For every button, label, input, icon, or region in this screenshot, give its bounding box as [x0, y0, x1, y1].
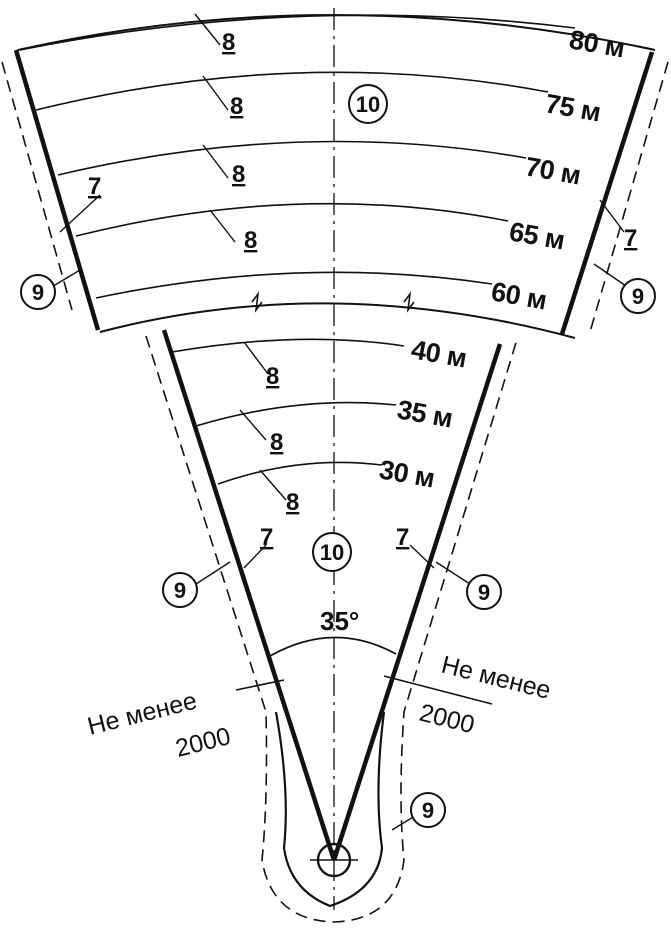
sector-angle-label: 35°	[320, 606, 359, 636]
distance-label-75: 75 м	[543, 88, 603, 127]
leader-8-6	[239, 409, 267, 441]
leader-7-left-inner	[243, 544, 267, 569]
distance-label-35: 35 м	[395, 394, 455, 433]
sector-marker-outer: 10	[348, 84, 388, 124]
leader-9-left-inner	[195, 561, 231, 585]
svg-text:9: 9	[174, 578, 186, 603]
distance-label-40: 40 м	[409, 334, 469, 373]
break-mark-right	[403, 291, 415, 313]
svg-text:9: 9	[478, 580, 490, 605]
leader-7-left-outer	[59, 194, 101, 233]
distance-label-60: 60 м	[489, 276, 549, 315]
svg-text:9: 9	[32, 280, 44, 305]
lane-marker-4: 8	[244, 227, 257, 254]
clearance-right-arrow	[383, 675, 493, 705]
outer-sector	[1, 13, 669, 339]
leader-8-2	[202, 75, 229, 111]
safety-marker-left-inner: 9	[162, 572, 198, 608]
boundary-marker-left-inner: 7	[260, 524, 273, 551]
distance-label-80: 80 м	[567, 24, 627, 63]
arc-40	[171, 338, 405, 353]
svg-text:9: 9	[632, 284, 644, 309]
outer-bottom-arc	[99, 302, 576, 339]
cage-outline	[274, 711, 386, 908]
inner-right-boundary	[331, 343, 503, 861]
lane-marker-3: 8	[232, 161, 245, 188]
clearance-left-arrow	[235, 679, 285, 691]
arc-75	[35, 71, 549, 111]
boundary-marker-right-inner: 7	[396, 524, 409, 551]
leader-9-right-outer	[593, 263, 627, 287]
clearance-text-right: Не менее	[439, 651, 554, 705]
leader-8-5	[243, 341, 269, 375]
outer-left-safety-line	[1, 61, 73, 311]
svg-text:9: 9	[422, 798, 434, 823]
break-mark-left	[251, 291, 263, 313]
outer-top-arc	[17, 14, 656, 51]
safety-marker-bottom: 9	[410, 792, 446, 828]
safety-marker-right-outer: 9	[620, 278, 656, 314]
leader-7-right-outer	[599, 199, 625, 233]
clearance-value-left: 2000	[173, 722, 234, 763]
lane-marker-6: 8	[270, 429, 283, 456]
arc-80	[19, 14, 576, 51]
leader-8-1	[194, 13, 221, 46]
lane-marker-7: 8	[286, 489, 299, 516]
lane-marker-5: 8	[266, 363, 279, 390]
clearance-value-right: 2000	[417, 699, 478, 740]
leader-7-right-inner	[409, 544, 435, 569]
lane-marker-2: 8	[230, 93, 243, 120]
outer-left-boundary	[13, 49, 101, 331]
arc-65	[75, 202, 509, 237]
leader-9-right-inner	[435, 561, 471, 585]
inner-left-boundary	[161, 329, 337, 861]
arc-70	[57, 140, 527, 176]
safety-marker-left-outer: 9	[20, 274, 56, 310]
outer-right-safety-line	[589, 61, 669, 333]
boundary-marker-left-outer: 7	[88, 173, 101, 200]
leader-8-7	[259, 469, 287, 501]
arc-60	[95, 271, 493, 299]
inner-sector	[145, 329, 519, 923]
svg-text:10: 10	[320, 540, 344, 565]
distance-label-70: 70 м	[523, 151, 583, 190]
distance-label-65: 65 м	[507, 216, 567, 255]
inner-safety-line	[145, 335, 519, 923]
angle-arc	[269, 636, 397, 657]
leader-9-left-outer	[49, 269, 81, 289]
svg-text:10: 10	[356, 92, 380, 117]
lane-marker-1: 8	[222, 29, 235, 56]
arc-35	[195, 401, 397, 427]
leader-8-4	[209, 209, 236, 243]
arc-30	[217, 461, 383, 485]
distance-label-30: 30 м	[377, 454, 437, 493]
leader-8-3	[202, 144, 229, 179]
boundary-marker-right-outer: 7	[624, 225, 637, 252]
safety-marker-right-inner: 9	[466, 574, 502, 610]
sector-marker-inner: 10	[312, 532, 352, 572]
outer-right-boundary	[559, 51, 655, 335]
